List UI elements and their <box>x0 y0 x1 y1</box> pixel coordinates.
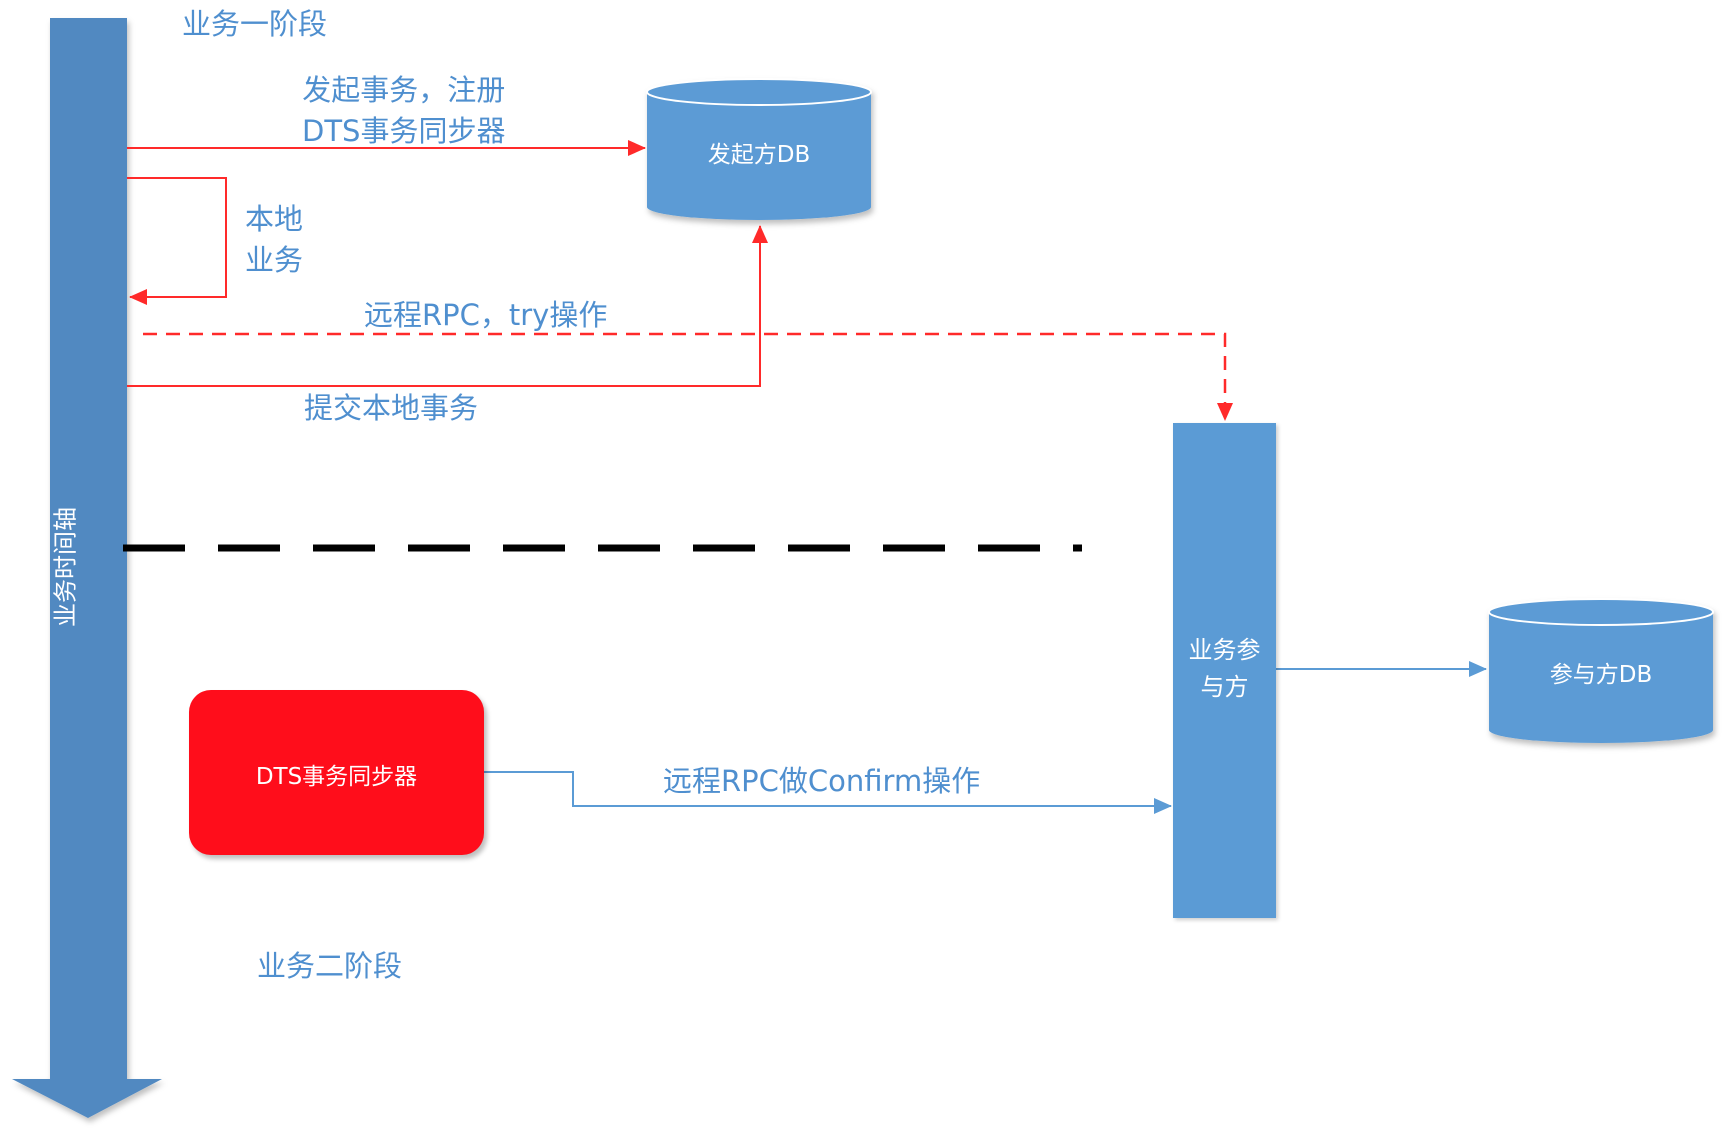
initiator-db-label: 发起方DB <box>707 142 811 168</box>
participant-db-label: 参与方DB <box>1549 662 1653 688</box>
local-business-loop-arrow <box>127 177 227 305</box>
business-participant-label: 业务参 与方 <box>1173 632 1276 706</box>
timeline-axis-arrow <box>12 18 162 1118</box>
remote-try-label: 远程RPC，try操作 <box>364 298 608 332</box>
remote-try-arrow <box>143 332 1233 421</box>
remote-confirm-label: 远程RPC做Confirm操作 <box>663 764 981 798</box>
local-business-label: 本地 业务 <box>245 199 303 281</box>
timeline-axis-label: 业务时间轴 <box>51 507 80 627</box>
dts-syncer-node <box>189 690 484 855</box>
start-tx-label: 发起事务，注册 DTS事务同步器 <box>302 70 505 152</box>
commit-local-arrow <box>127 225 768 387</box>
remote-confirm-arrow <box>484 771 1172 814</box>
start-tx-label-line1: 发起事务，注册 <box>302 73 506 107</box>
phase-one-label: 业务一阶段 <box>182 7 328 41</box>
commit-local-label: 提交本地事务 <box>304 391 479 425</box>
start-tx-label-line2: DTS事务同步器 <box>302 114 506 148</box>
initiator-db-cylinder <box>646 78 872 220</box>
business-participant-node <box>1173 423 1276 918</box>
local-business-label-line2: 业务 <box>245 243 304 277</box>
phase-two-label: 业务二阶段 <box>257 949 403 983</box>
participant-label-line1: 业务参 <box>1188 636 1261 664</box>
participant-label-line2: 与方 <box>1200 673 1249 701</box>
participant-db-cylinder <box>1488 598 1714 743</box>
local-business-label-line1: 本地 <box>245 202 304 236</box>
dts-syncer-label: DTS事务同步器 <box>255 764 418 790</box>
